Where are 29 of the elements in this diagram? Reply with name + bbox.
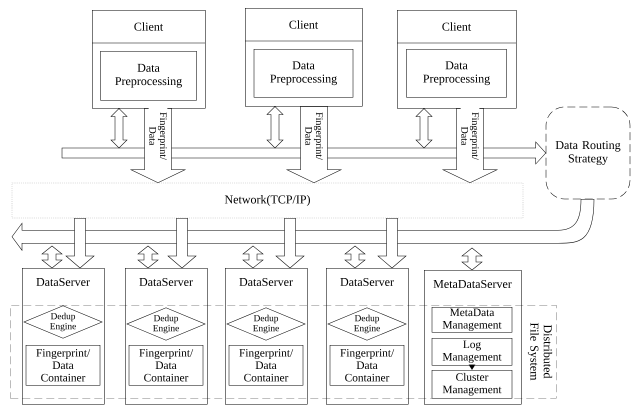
edge-label: Fingerprint/ Data [460,107,480,165]
arrow [41,246,63,268]
process-box: Data Preprocessing [254,49,354,98]
container-box: Fingerprint/ Data Container [228,344,304,386]
management-box: Cluster Management [432,370,512,399]
container-box: Fingerprint/ Data Container [26,344,100,386]
arrow [65,218,95,268]
arrow [461,248,483,270]
arrow [468,364,476,370]
management-box: Log Management [432,338,512,366]
edge-label: Fingerprint/ Data [148,107,168,165]
arrow [415,108,433,148]
arrow [377,218,407,268]
strategy-box: Data Routing Strategy [546,106,630,200]
network-band: Network(TCP/IP) [12,182,524,218]
management-box: MetaData Management [432,307,512,333]
edge-label: Fingerprint/ Data [304,107,324,165]
container-box: Fingerprint/ Data Container [128,344,204,386]
arrow [266,106,284,148]
process-box: Data Preprocessing [406,49,507,98]
container-box: Fingerprint/ Data Container [330,344,404,386]
arrow [12,199,594,251]
arrow [242,246,264,268]
arrow [110,108,128,148]
arrow [275,218,305,268]
process-box: Data Preprocessing [100,51,197,101]
arrow [167,218,197,268]
arrow [344,246,366,268]
arrow [137,246,159,268]
